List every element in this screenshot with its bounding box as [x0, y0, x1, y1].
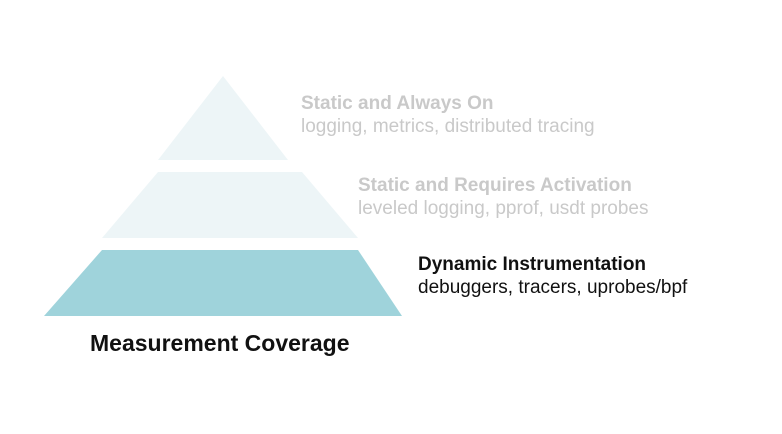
tier-top-title: Static and Always On: [301, 93, 494, 114]
pyramid-tier-middle: [102, 172, 358, 238]
tier-bottom-title: Dynamic Instrumentation: [418, 254, 647, 275]
tier-bottom-subtitle: debuggers, tracers, uprobes/bpf: [418, 276, 688, 298]
tier-middle-subtitle: leveled logging, pprof, usdt probes: [358, 197, 649, 219]
measurement-coverage-label: Measurement Coverage: [90, 330, 350, 356]
pyramid-tier-bottom: [44, 250, 402, 316]
tier-top-label: Static and Always On logging, metrics, d…: [301, 93, 595, 138]
pyramid-tier-top: [158, 76, 288, 160]
tier-middle-label: Static and Requires Activation leveled l…: [358, 175, 648, 220]
tier-bottom-label: Dynamic Instrumentation debuggers, trace…: [418, 254, 687, 299]
tier-middle-title: Static and Requires Activation: [358, 175, 632, 196]
tier-top-subtitle: logging, metrics, distributed tracing: [301, 115, 595, 137]
